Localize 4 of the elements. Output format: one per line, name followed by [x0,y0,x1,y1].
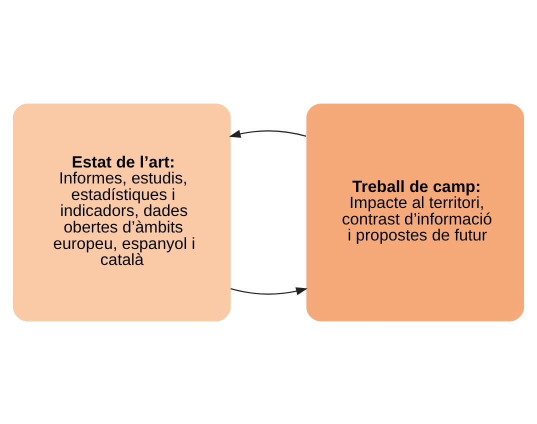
arrow [228,129,306,138]
node-box: Estat de l’art: Informes, estudis, estadístiques i indicadors, dades obertes d’àmbits europeu, espanyol i català [12,103,231,321]
node-box: Treball de camp: Impacte al territori, contrast d’informació i propostes de futur [306,103,524,321]
arrow [230,286,308,295]
